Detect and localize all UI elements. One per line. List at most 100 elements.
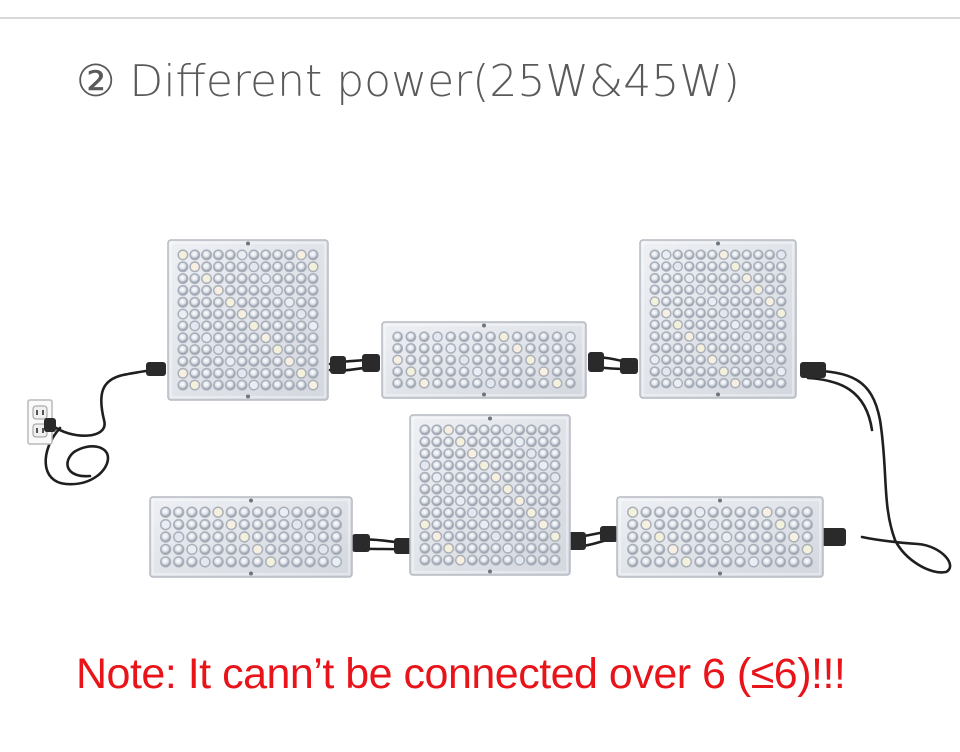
led-lens [696, 378, 706, 388]
led-lens [446, 378, 456, 388]
led-lens [765, 367, 775, 376]
led-lens [526, 531, 536, 541]
led-lens [467, 555, 477, 565]
led-lens [261, 262, 271, 272]
led-lens [273, 333, 283, 343]
led-lens [681, 519, 692, 530]
led-lens [515, 425, 525, 435]
led-lens [420, 520, 430, 530]
led-lens [444, 425, 454, 435]
led-lens [249, 309, 259, 319]
led-lens [661, 343, 671, 353]
led-lens [650, 367, 660, 376]
led-lens [550, 531, 560, 541]
led-lens [550, 425, 560, 435]
led-lens [775, 557, 786, 567]
led-lens [444, 496, 454, 506]
led-lens [213, 297, 223, 307]
led-lens [273, 345, 283, 355]
led-lens [187, 519, 197, 530]
led-lens [641, 519, 651, 530]
led-lens [479, 484, 489, 494]
led-lens [486, 343, 496, 353]
led-lens [331, 532, 342, 542]
led-lens [526, 472, 536, 482]
led-lens [661, 250, 671, 260]
led-lens [444, 508, 454, 518]
led-lens [695, 519, 705, 530]
led-lens [292, 532, 302, 542]
led-lens [479, 508, 489, 518]
led-lens [173, 557, 184, 567]
led-lens [160, 557, 171, 567]
led-lens [213, 380, 223, 390]
led-lens [472, 343, 482, 353]
led-lens [213, 250, 223, 260]
led-lens [742, 343, 752, 353]
led-lens [627, 532, 638, 542]
led-lens [503, 472, 513, 482]
led-lens [200, 507, 210, 517]
led-lens [202, 356, 212, 366]
led-lens [479, 460, 489, 470]
led-lens [308, 368, 318, 378]
led-lens [239, 519, 250, 530]
led-lens [730, 262, 740, 271]
led-lens [742, 273, 752, 283]
led-lens [515, 496, 525, 506]
led-lens [444, 449, 454, 459]
led-lens [308, 250, 318, 260]
led-lens [190, 380, 200, 390]
led-lens [237, 368, 247, 378]
led-lens [237, 321, 247, 331]
led-lens [748, 544, 759, 555]
led-lens [721, 557, 732, 567]
led-lens [279, 519, 289, 530]
led-lens [237, 274, 247, 284]
led-lens [526, 378, 535, 388]
led-lens [444, 543, 454, 553]
led-lens [432, 437, 442, 447]
led-lens [802, 544, 813, 555]
led-lens [539, 355, 549, 365]
led-lens [526, 425, 536, 435]
led-lens [526, 496, 536, 506]
led-lens [550, 460, 560, 470]
led-lens [202, 333, 212, 343]
led-lens [433, 378, 442, 388]
led-lens [721, 532, 732, 542]
led-lens [654, 519, 665, 530]
top-divider [0, 17, 960, 19]
led-lens [178, 356, 188, 366]
led-lens [550, 543, 560, 553]
led-lens [661, 320, 671, 330]
led-lens [650, 308, 660, 318]
led-lens [765, 250, 775, 260]
led-lens [308, 297, 318, 307]
led-panel-25w-2 [149, 496, 353, 578]
led-lens [753, 378, 763, 388]
led-lens [420, 555, 430, 565]
led-lens [459, 332, 469, 342]
led-lens [455, 460, 465, 470]
led-lens [292, 544, 302, 555]
led-lens [265, 507, 276, 517]
led-lens [419, 367, 429, 377]
led-lens [455, 484, 465, 494]
led-lens [696, 308, 706, 318]
led-lens [308, 321, 318, 331]
led-lens [776, 297, 786, 306]
led-lens [695, 532, 705, 542]
led-lens [446, 355, 456, 365]
led-lens [249, 274, 259, 284]
led-lens [538, 484, 548, 494]
led-lens [467, 484, 477, 494]
led-lens [296, 309, 306, 319]
led-lens [432, 508, 442, 518]
led-lens [696, 250, 706, 260]
led-lens [526, 332, 535, 342]
led-lens [753, 285, 763, 295]
led-lens [296, 297, 306, 307]
led-lens [762, 557, 772, 567]
led-lens [187, 532, 197, 542]
